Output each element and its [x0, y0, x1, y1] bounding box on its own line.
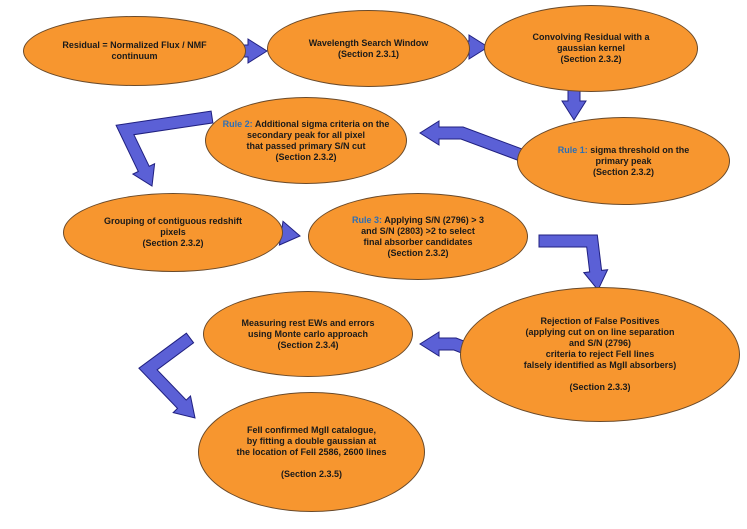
- node-text: Grouping of contiguous redshift: [104, 216, 242, 226]
- node-text: (Section 2.3.2): [142, 238, 204, 248]
- catalogue-node: FeII confirmed MgII catalogue, by fittin…: [198, 392, 425, 512]
- convolving-node: Convolving Residual with a gaussian kern…: [484, 5, 698, 92]
- residual-node: Residual = Normalized Flux / NMF continu…: [23, 16, 246, 86]
- rule-label: Rule 2:: [222, 118, 253, 129]
- node-text: (Section 2.3.2): [275, 151, 337, 162]
- node-text: Residual = Normalized Flux / NMF: [62, 40, 207, 50]
- node-text: that passed primary S/N cut: [246, 140, 366, 151]
- node-text: secondary peak for all pixel: [246, 129, 366, 140]
- rule-label: Rule 1:: [557, 144, 588, 155]
- grouping-node: Grouping of contiguous redshift pixels (…: [63, 193, 283, 272]
- node-text: continuum: [111, 51, 158, 61]
- node-text: Measuring rest EWs and errors: [241, 317, 375, 328]
- node-text: (Section 2.3.1): [337, 48, 400, 59]
- rule2-node: Rule 2: Additional sigma criteria on the…: [205, 97, 407, 184]
- node-text-rest: sigma threshold on the: [587, 144, 690, 155]
- node-text: (Section 2.3.3): [569, 382, 631, 392]
- node-text: using Monte carlo approach: [247, 328, 368, 339]
- wavelength-search-node: Wavelength Search Window (Section 2.3.1): [267, 10, 470, 87]
- node-text: Rule 3: Applying S/N (2796) > 3: [352, 215, 484, 226]
- measuring-node: Measuring rest EWs and errors using Mont…: [203, 291, 413, 377]
- node-text: by fitting a double gaussian at: [246, 435, 377, 446]
- node-text: (applying cut on on line separation: [525, 327, 675, 337]
- node-text-rest: Applying S/N (2796) > 3: [382, 214, 484, 225]
- node-text: and S/N (2803) >2 to select: [361, 225, 475, 236]
- arrow-rule1-to-rule2: [419, 120, 540, 168]
- arrow-rule3-to-rejection: [538, 234, 609, 291]
- rule3-node: Rule 3: Applying S/N (2796) > 3 and S/N …: [308, 193, 528, 280]
- node-text: gaussian kernel: [556, 43, 626, 53]
- rejection-node: Rejection of False Positives (applying c…: [460, 287, 740, 422]
- arrow-convolving-to-rule1: [561, 86, 587, 121]
- arrow-measuring-to-catalogue: [138, 332, 196, 419]
- node-text: pixels: [160, 227, 186, 237]
- node-text: Rule 2: Additional sigma criteria on the: [223, 119, 390, 130]
- node-text: final absorber candidates: [363, 236, 473, 247]
- node-text: primary peak: [595, 155, 652, 166]
- node-text: and S/N (2796): [568, 338, 632, 348]
- node-text: criteria to reject FeII lines: [545, 349, 655, 359]
- arrow-rule2-to-grouping: [115, 110, 214, 187]
- node-text: Rule 1: sigma threshold on the: [558, 145, 690, 156]
- node-text: (Section 2.3.4): [277, 339, 339, 350]
- node-text: the location of FeII 2586, 2600 lines: [236, 446, 387, 457]
- node-text: falsely identified as MgII absorbers): [523, 360, 677, 370]
- node-text: Rejection of False Positives: [540, 316, 660, 326]
- rule-label: Rule 3:: [352, 214, 383, 225]
- node-text: FeII confirmed MgII catalogue,: [246, 424, 377, 435]
- node-text: (Section 2.3.2): [560, 54, 622, 64]
- node-text: (Section 2.3.5): [280, 468, 343, 479]
- node-text: (Section 2.3.2): [592, 166, 655, 177]
- rule1-node: Rule 1: sigma threshold on the primary p…: [517, 117, 730, 205]
- node-text: (Section 2.3.2): [387, 247, 449, 258]
- node-text: Wavelength Search Window: [308, 37, 429, 48]
- node-text-rest: Additional sigma criteria on the: [252, 118, 390, 129]
- node-text: Convolving Residual with a: [532, 32, 650, 42]
